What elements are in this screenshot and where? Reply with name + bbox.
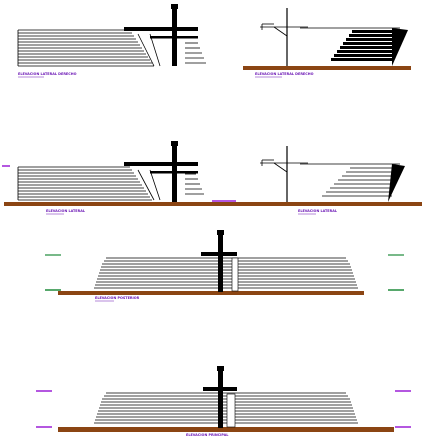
lighting-tower xyxy=(260,8,400,66)
lighting-tower xyxy=(203,366,237,428)
stepped-bleachers xyxy=(94,392,358,424)
stepped-bleachers xyxy=(94,257,358,289)
view-front: ELEVACION PRINCIPAL xyxy=(36,366,411,437)
view-label: ELEVACION LATERAL DERECHO xyxy=(255,72,314,76)
lighting-tower xyxy=(124,4,198,66)
ground-line xyxy=(240,202,422,206)
ground-line xyxy=(58,291,364,295)
stepped-bleachers xyxy=(322,167,392,197)
bleacher-end-wall xyxy=(388,164,405,202)
lighting-tower xyxy=(124,141,198,202)
ground-line xyxy=(4,202,240,206)
lighting-tower xyxy=(201,230,239,292)
view-right-side-right: ELEVACION LATERAL DERECHO xyxy=(243,8,411,78)
stepped-bleachers xyxy=(17,29,206,67)
view-label: ELEVACION PRINCIPAL xyxy=(186,433,229,437)
stepped-bleachers xyxy=(331,28,408,66)
view-right-side: ELEVACION LATERAL xyxy=(240,146,422,215)
view-rear: ELEVACION POSTERIOR xyxy=(45,230,404,302)
ground-line xyxy=(243,66,411,70)
view-label: ELEVACION LATERAL xyxy=(298,209,338,213)
lighting-tower xyxy=(260,146,400,202)
view-left-side: ELEVACION LATERAL xyxy=(2,141,240,215)
view-label: ELEVACION POSTERIOR xyxy=(95,296,140,300)
view-label: ELEVACION LATERAL xyxy=(46,209,86,213)
ground-line xyxy=(58,427,394,432)
view-left-side-right: ELEVACION LATERAL DERECHO xyxy=(17,4,206,78)
view-label: ELEVACION LATERAL DERECHO xyxy=(18,72,77,76)
stepped-bleachers xyxy=(17,166,204,201)
